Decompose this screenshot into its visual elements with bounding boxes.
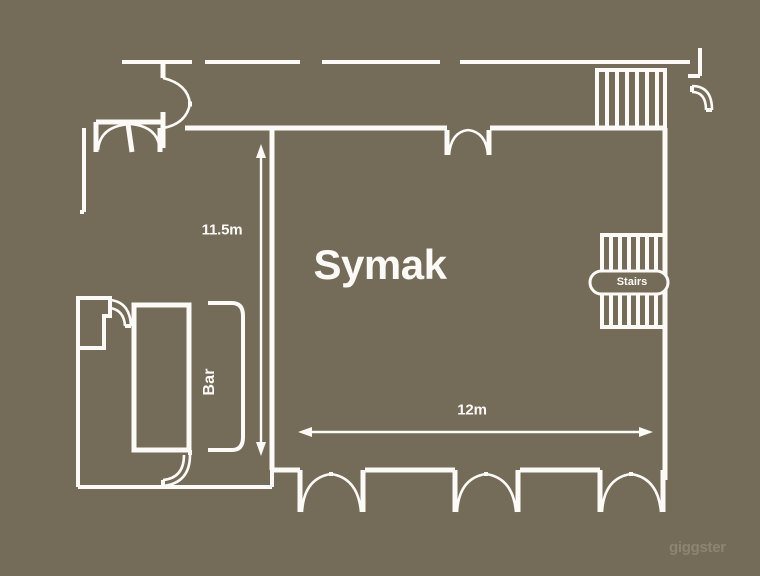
dimension-vertical [256,144,266,456]
door-swing-arc-alcove-outer [109,298,133,327]
door-swing-arc-bottom-3b [630,472,663,513]
main-room-walls [185,125,668,483]
door-swing-arc-top-mid-b [467,128,490,156]
door-swing-arc-bottom-1b [330,472,363,513]
dimension-vertical-label: 11.5m [201,221,243,239]
bar-counter [131,302,192,453]
stairs-label: Stairs [616,276,648,288]
upper-stairs-outline [595,68,667,130]
dimension-horizontal-label: 12m [457,401,487,419]
bar-rail-curve [208,301,245,452]
main-bottom-doors [297,470,666,513]
dimension-horizontal [298,427,653,437]
left-outer-wall-upper [80,128,86,214]
dimension-horizontal-arrow-right [639,427,653,437]
door-swing-arc-bottom-2b [485,472,518,513]
door-swing-arc-corner-inner [691,90,708,111]
door-swing-arc-left-b [129,122,162,151]
door-swing-arc-bottom-3a [600,472,632,513]
stairs-label-pill [588,269,670,296]
dimension-horizontal-arrow-left [298,427,312,437]
dimension-vertical-arrow-bottom [256,442,266,456]
door-swing-arc-bottom-2a [455,472,487,513]
bar-left-alcove [76,296,112,350]
left-door-center-jamb [125,123,135,153]
door-swing-arc-bar-outer [162,454,192,488]
upper-stairs [595,68,667,130]
lower-stairs [588,233,670,329]
bar-area [76,296,272,489]
door-swing-arc-left-a [96,122,131,151]
giggster-watermark: giggster [669,539,726,556]
door-swing-arc-vestibule-b [162,103,192,130]
bar-area-label: Bar [201,368,218,396]
door-swing-arc-vestibule-a [162,76,192,105]
page-title: Symak [313,241,447,288]
top-right-corner-door [688,48,714,112]
dimension-vertical-arrow-top [256,144,266,158]
door-swing-arc-corner-outer [691,84,714,111]
door-swing-arc-top-mid-a [447,128,469,156]
top-left-entry-doors [93,62,192,153]
door-swing-arc-bar-inner [162,454,186,482]
main-top-double-door [444,128,492,156]
door-swing-arc-alcove-inner [109,306,127,327]
door-swing-arc-bottom-1a [300,472,332,513]
